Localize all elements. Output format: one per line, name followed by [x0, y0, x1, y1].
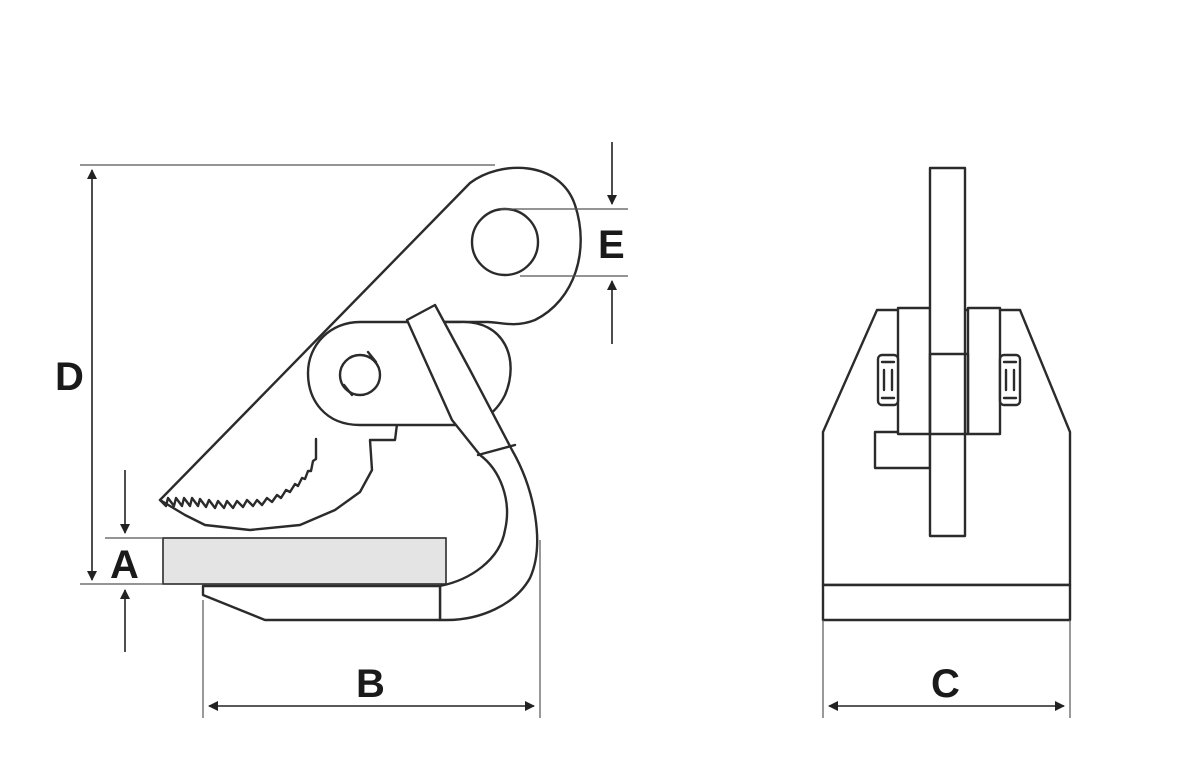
pivot-pin — [338, 353, 382, 397]
serrated-jaw — [158, 437, 318, 510]
dimension-d-label: D — [55, 355, 84, 399]
lower-jaw-pad — [201, 584, 442, 622]
hook-arm-joint — [476, 443, 517, 457]
dimension-c-label: C — [931, 662, 960, 706]
dimension-e-label: E — [598, 223, 625, 267]
dimension-lines — [80, 142, 1071, 718]
front-center-spacer — [928, 352, 970, 436]
steel-plate — [162, 537, 447, 585]
pivot-lock-ring — [342, 350, 378, 397]
lifting-eye-hole — [470, 207, 540, 277]
front-view — [821, 166, 1072, 622]
right-bolt — [998, 353, 1022, 407]
front-right-cheek — [966, 306, 1002, 436]
front-left-cheek — [896, 306, 932, 436]
front-lifting-eye — [928, 166, 967, 538]
front-side-block — [873, 430, 932, 470]
side-view — [158, 166, 582, 622]
left-bolt — [876, 353, 900, 407]
dimension-a-label: A — [110, 543, 139, 587]
dimension-b-label: B — [356, 662, 385, 706]
front-base-pad — [821, 583, 1072, 622]
hook-arm — [405, 303, 539, 622]
